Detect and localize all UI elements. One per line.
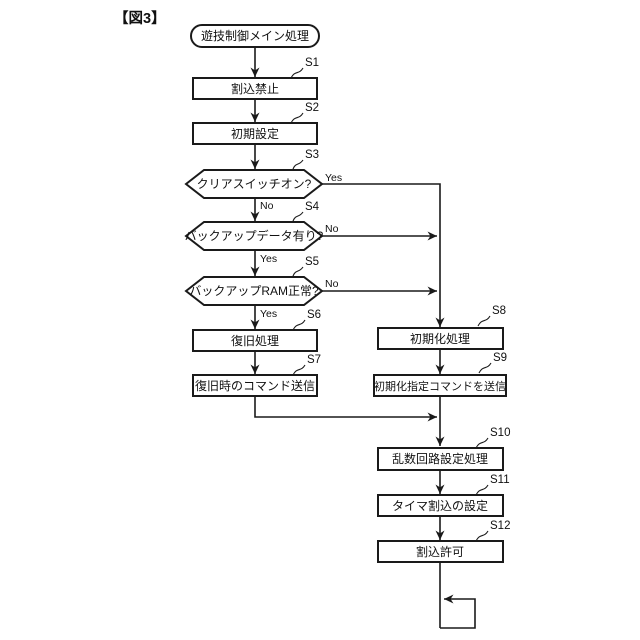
step-tag-s7: S7 [307,354,321,366]
leader-line-s5 [292,266,304,277]
step-tag-s12: S12 [490,520,510,532]
step-tag-s10: S10 [490,427,510,439]
process-box-s8 [377,327,504,350]
branch-s4-no: No [325,223,339,235]
leader-line-s2 [290,112,304,124]
leader-line-s7 [292,364,306,376]
branch-s5-no: No [325,278,339,290]
node-s4-label: バックアップデータ有り? [185,228,324,243]
node-s6-label: 復旧処理 [231,333,279,348]
node-s11: タイマ割込の設定 S11 [377,474,510,517]
leader-line-s9 [478,362,492,374]
node-s10-label: 乱数回路設定処理 [392,451,488,466]
edge-s3-yes-to-s8 [322,183,445,327]
node-s2-label: 初期設定 [231,126,279,141]
node-s3-label: クリアスイッチオン? [197,177,312,191]
node-s5-label: バックアップRAM正常? [189,284,319,298]
node-s2: 初期設定 S2 [192,102,319,145]
node-s12: 割込許可 S12 [377,520,510,563]
node-s11-label: タイマ割込の設定 [392,498,488,513]
step-tag-s1: S1 [305,57,319,69]
branch-s4-yes: Yes [260,253,277,265]
node-s10: 乱数回路設定処理 S10 [377,427,510,471]
leader-line-s11 [475,484,489,496]
step-tag-s8: S8 [492,305,506,317]
figure-caption: 【図3】 [114,10,166,27]
process-box-s9 [373,374,507,397]
flow-connectors [250,47,476,629]
leader-line-s1 [290,67,304,79]
node-s3: クリアスイッチオン? S3 Yes No [184,149,342,212]
node-s7-label: 復旧時のコマンド送信 [195,378,315,393]
leader-line-s8 [477,315,491,327]
step-tag-s11: S11 [490,474,510,486]
node-s7: 復旧時のコマンド送信 S7 [192,354,321,397]
process-box-s7 [192,374,318,397]
process-box-s10 [377,447,504,471]
leader-line-s6 [292,319,306,331]
process-box-s1 [192,77,318,100]
process-box-s12 [377,540,504,563]
process-box-s11 [377,494,504,517]
process-box-s2 [192,122,318,145]
node-start: 遊技制御メイン処理 [190,24,320,48]
leader-line-s4 [292,211,304,222]
node-s9: 初期化指定コマンドを送信 S9 [373,352,507,397]
node-s4: バックアップデータ有り? S4 No Yes [184,201,339,265]
branch-s5-yes: Yes [260,308,277,320]
node-s1-label: 割込禁止 [231,81,279,96]
edge-loop-back [440,594,476,629]
decision-hexagon-s5 [184,276,324,306]
start-terminal-label: 遊技制御メイン処理 [201,28,309,43]
leader-line-s12 [475,530,489,542]
decision-hexagon-s4 [184,221,324,251]
process-box-s6 [192,329,318,352]
node-s5: バックアップRAM正常? S5 No Yes [184,256,339,320]
step-tag-s6: S6 [307,309,321,321]
node-s9-label: 初期化指定コマンドを送信 [374,379,506,393]
node-s6: 復旧処理 S6 [192,309,321,352]
node-s8-label: 初期化処理 [410,332,470,346]
step-tag-s3: S3 [305,149,319,161]
node-s8: 初期化処理 S8 [377,305,506,350]
leader-line-s3 [292,159,304,170]
branch-s3-yes: Yes [325,172,342,184]
node-s12-label: 割込許可 [416,544,464,559]
leader-line-s10 [475,437,489,449]
start-terminal-shape [190,24,320,48]
decision-hexagon-s3 [184,169,324,199]
branch-s3-no: No [260,200,274,212]
edge-s7-merge [254,396,437,422]
step-tag-s5: S5 [305,256,319,268]
step-tag-s4: S4 [305,201,320,213]
step-tag-s2: S2 [305,102,319,114]
node-s1: 割込禁止 S1 [192,57,319,100]
step-tag-s9: S9 [493,352,507,364]
